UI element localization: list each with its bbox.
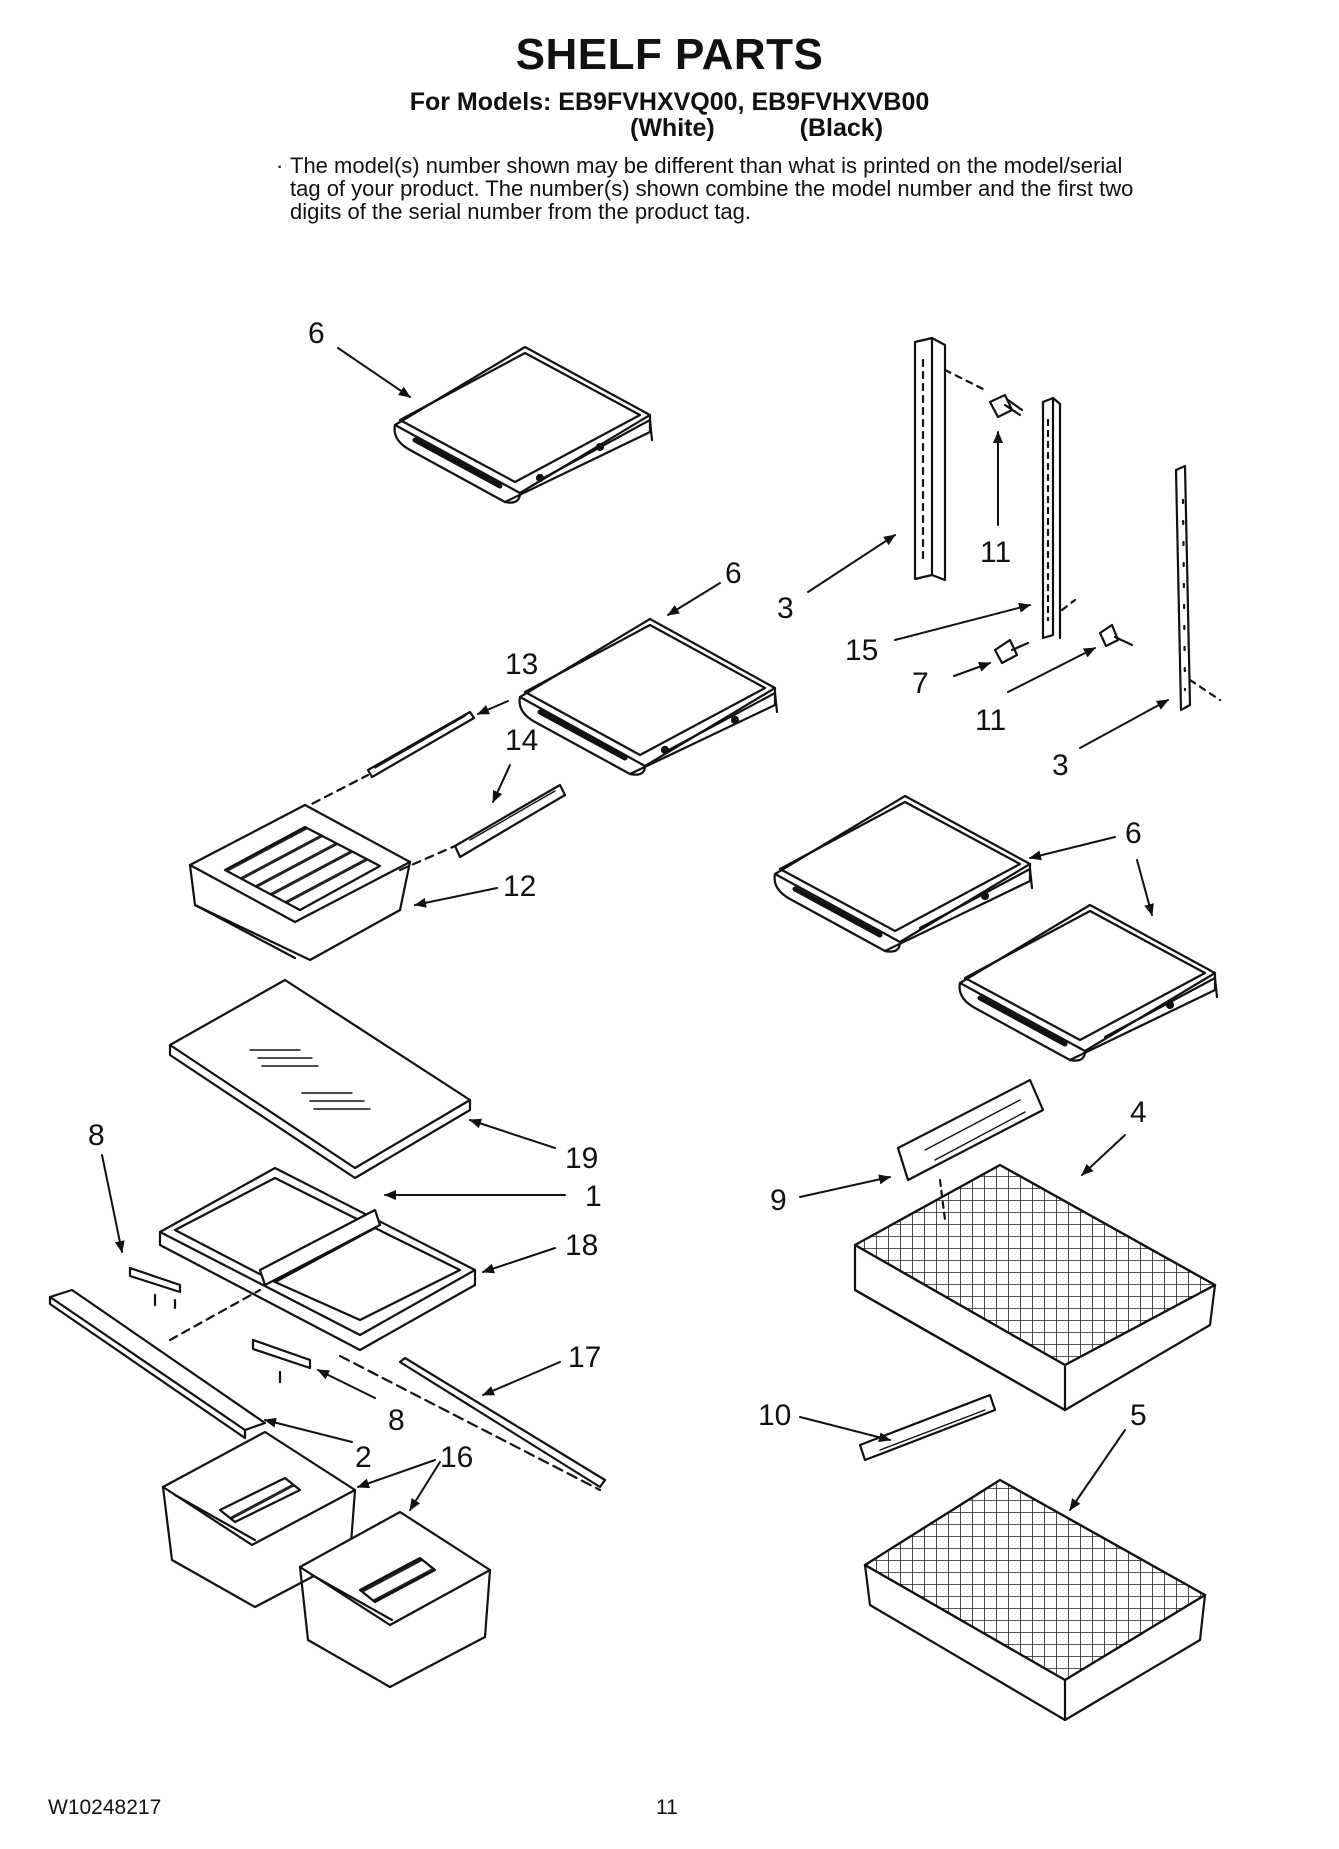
crisper-cover-strip (48, 1288, 267, 1440)
callout-4: 4 (1130, 1096, 1147, 1129)
callout-10: 10 (758, 1399, 791, 1432)
basket-divider-10 (858, 1393, 997, 1462)
callout-12: 12 (503, 870, 536, 903)
callout-6: 6 (1125, 817, 1142, 850)
glass-shelf (168, 978, 472, 1180)
crisper-drawer-left (161, 1430, 357, 1609)
shelf-right-upper (773, 794, 1034, 953)
screw-upper (988, 393, 1024, 419)
model-note: · The model(s) number shown may be diffe… (276, 153, 1140, 224)
crisper-cover-bar (398, 1356, 607, 1489)
wire-basket-5 (863, 1478, 1207, 1722)
callout-5: 5 (1130, 1399, 1147, 1432)
variant-black: (Black) (799, 114, 884, 142)
callout-19: 19 (565, 1142, 598, 1175)
document-number: W10248217 (48, 1796, 162, 1819)
rail-guide-line (1060, 598, 1077, 612)
crisper-slide-left (128, 1266, 182, 1310)
callout-17: 17 (568, 1341, 601, 1374)
shelf-right-lower (958, 903, 1219, 1062)
crisper-slide-right (251, 1338, 312, 1384)
shelf-rail-middle (1041, 396, 1062, 640)
callout-7: 7 (912, 667, 929, 700)
callout-3: 3 (1052, 749, 1069, 782)
crisper-frame (158, 1166, 477, 1352)
note-text: The model(s) number shown may be differe… (290, 153, 1134, 224)
pan-guide-line (398, 844, 457, 872)
callout-8: 8 (388, 1404, 405, 1437)
callout-8: 8 (88, 1119, 105, 1152)
callout-9: 9 (770, 1184, 787, 1217)
note-bullet: · (276, 153, 284, 178)
variant-white: (White) (630, 114, 715, 142)
callout-14: 14 (505, 724, 538, 757)
frame-guide-line (338, 1354, 602, 1492)
crisper-drawer-right (298, 1510, 492, 1689)
callout-13: 13 (505, 648, 538, 681)
rail-guide-line (943, 368, 987, 392)
pan-guide-line (298, 773, 370, 812)
shelf-rail-right (1174, 464, 1192, 712)
leader-lines (101, 347, 1169, 1511)
frame-guide-line (168, 1288, 262, 1342)
callout-6: 6 (308, 317, 325, 350)
callout-2: 2 (355, 1441, 372, 1474)
models-line: For Models: EB9FVHXVQ00, EB9FVHXVB00 (409, 88, 930, 116)
callout-labels: 6 6 3 11 15 7 11 3 6 13 14 12 8 19 1 18 … (88, 317, 1147, 1474)
screw-lower (1098, 623, 1134, 648)
screw-middle (993, 638, 1030, 665)
callout-11: 11 (975, 704, 1006, 737)
pan-rail-13 (366, 710, 476, 779)
callout-1: 1 (585, 1180, 602, 1213)
callout-15: 15 (845, 634, 878, 667)
shelf-rail-left (913, 336, 947, 582)
wire-basket-4 (853, 1163, 1217, 1412)
model-variants: (White) (Black) (630, 114, 883, 143)
callout-6: 6 (725, 557, 742, 590)
callout-11: 11 (980, 536, 1011, 569)
rail-guide-line (1188, 678, 1222, 702)
shelf-middle (518, 617, 779, 776)
page-title: SHELF PARTS (515, 30, 824, 79)
shelf-top (393, 345, 654, 504)
page-number: 11 (656, 1796, 678, 1819)
pan-rail-14 (453, 783, 567, 859)
callout-18: 18 (565, 1229, 598, 1262)
callout-16: 16 (440, 1441, 473, 1474)
callout-3: 3 (777, 592, 794, 625)
deli-pan (188, 803, 412, 962)
